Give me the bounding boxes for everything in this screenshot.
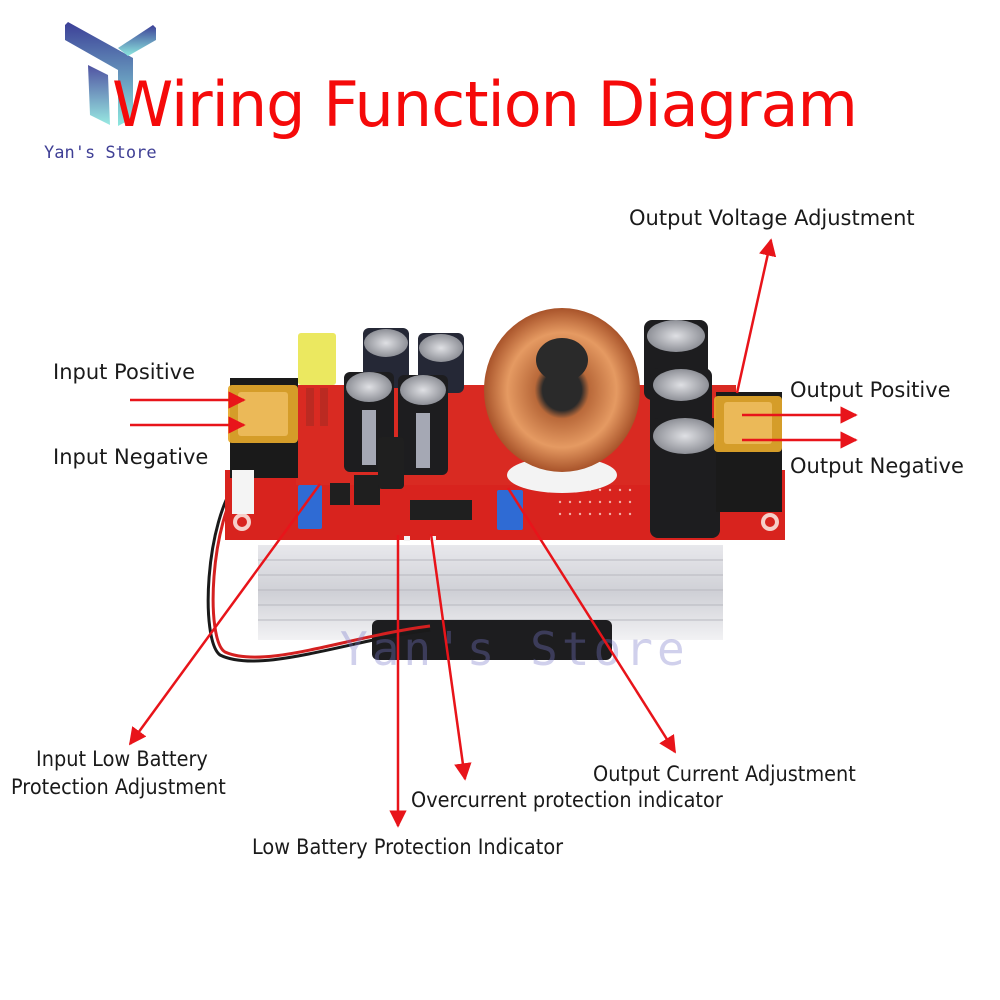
label-overcurrent-indicator: Overcurrent protection indicator: [411, 788, 723, 812]
label-input-positive: Input Positive: [53, 360, 196, 384]
diagram-title: Wiring Function Diagram: [112, 68, 858, 141]
toroidal-inductor: [484, 308, 640, 493]
fuse: [298, 333, 336, 426]
label-output-positive: Output Positive: [790, 378, 951, 402]
output-capacitors: [644, 320, 720, 538]
label-input-low-battery-line1: Input Low Battery: [36, 747, 208, 771]
cooling-fan: [372, 620, 612, 660]
label-output-voltage-adjustment: Output Voltage Adjustment: [629, 206, 915, 230]
arrow-overcurrent-indicator: [429, 533, 472, 781]
label-output-current-adjustment: Output Current Adjustment: [593, 762, 856, 786]
label-output-negative: Output Negative: [790, 454, 964, 478]
arrow-output-current-adjustment: [506, 487, 677, 754]
label-low-battery-indicator: Low Battery Protection Indicator: [252, 835, 564, 859]
heatsink: [258, 545, 723, 640]
store-name: Yan's Store: [44, 143, 157, 163]
arrow-output-voltage-adjustment: [735, 238, 777, 394]
label-input-low-battery-line2: Protection Adjustment: [11, 775, 226, 799]
fan-wire: [206, 479, 431, 663]
output-terminal-block: [714, 392, 782, 512]
arrow-input-low-battery-adjustment: [128, 483, 322, 746]
label-input-negative: Input Negative: [53, 445, 209, 469]
